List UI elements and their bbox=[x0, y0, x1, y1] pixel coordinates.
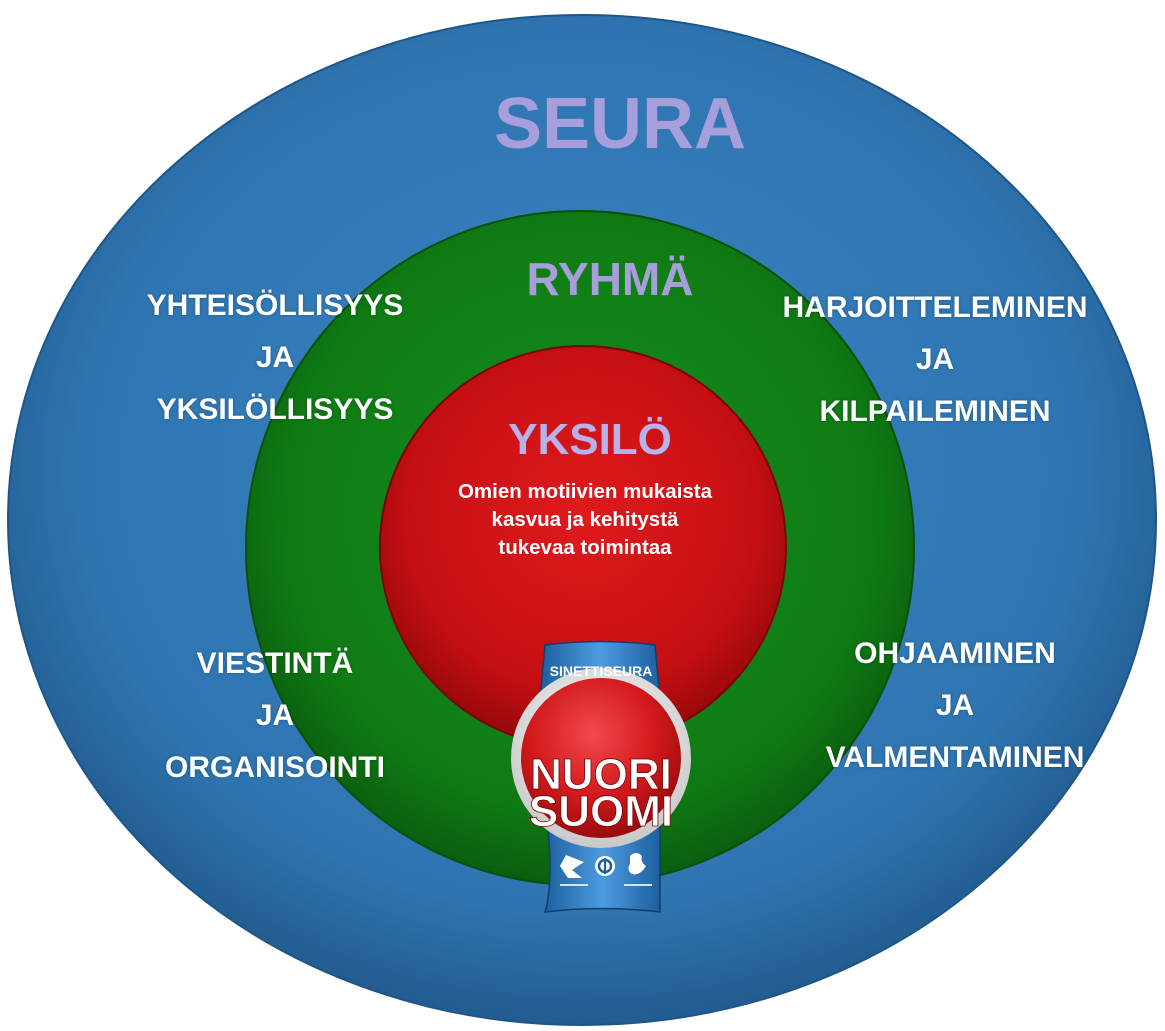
aspect-top-left-line-1: YHTEISÖLLISYYS bbox=[146, 289, 404, 322]
aspect-top-left-line-3: YKSILÖLLISYYS bbox=[156, 393, 394, 426]
aspect-bottom-right-line-2: JA bbox=[935, 689, 975, 722]
inner-description-line-3: tukevaa toimintaa bbox=[498, 536, 672, 559]
aspect-bottom-left: VIESTINTÄ JA ORGANISOINTI bbox=[120, 638, 430, 794]
outer-ring-title: SEURA bbox=[493, 84, 747, 164]
aspect-top-right-line-1: HARJOITTELEMINEN bbox=[782, 291, 1088, 324]
aspect-bottom-left-line-3: ORGANISOINTI bbox=[164, 751, 385, 784]
badge-ribbon-text: SINETTISEURA bbox=[550, 663, 653, 679]
middle-ring-title: RYHMÄ bbox=[526, 253, 694, 305]
badge-seal-line-1: NUORI bbox=[530, 750, 672, 799]
sinettiseura-badge bbox=[511, 640, 691, 913]
badge-credit-line-right bbox=[624, 884, 652, 886]
inner-description-line-2: kasvua ja kehitystä bbox=[491, 508, 679, 531]
badge-seal bbox=[521, 678, 681, 838]
inner-ring-description: Omien motiivien mukaista kasvua ja kehit… bbox=[410, 478, 760, 562]
badge-credit-line-left bbox=[560, 884, 588, 886]
aspect-top-right-line-3: KILPAILEMINEN bbox=[819, 395, 1051, 428]
olympic-circle-logo-icon bbox=[595, 856, 615, 876]
inner-description-line-1: Omien motiivien mukaista bbox=[457, 480, 713, 503]
rooster-logo-icon bbox=[628, 853, 646, 875]
aspect-bottom-left-line-1: VIESTINTÄ bbox=[196, 647, 354, 680]
aspect-bottom-right-line-1: OHJAAMINEN bbox=[854, 637, 1056, 670]
runner-logo-icon bbox=[560, 855, 584, 878]
aspect-top-right: HARJOITTELEMINEN JA KILPAILEMINEN bbox=[730, 282, 1140, 438]
badge-seal-line-2: SUOMI bbox=[529, 787, 673, 836]
aspect-bottom-left-line-2: JA bbox=[255, 699, 295, 732]
aspect-top-left: YHTEISÖLLISYYS JA YKSILÖLLISYYS bbox=[95, 280, 455, 436]
aspect-bottom-right: OHJAAMINEN JA VALMENTAMINEN bbox=[770, 628, 1140, 784]
inner-ring-title: YKSILÖ bbox=[508, 415, 672, 464]
aspect-top-left-line-2: JA bbox=[255, 341, 295, 374]
aspect-bottom-right-line-3: VALMENTAMINEN bbox=[825, 741, 1085, 774]
aspect-top-right-line-2: JA bbox=[915, 343, 955, 376]
